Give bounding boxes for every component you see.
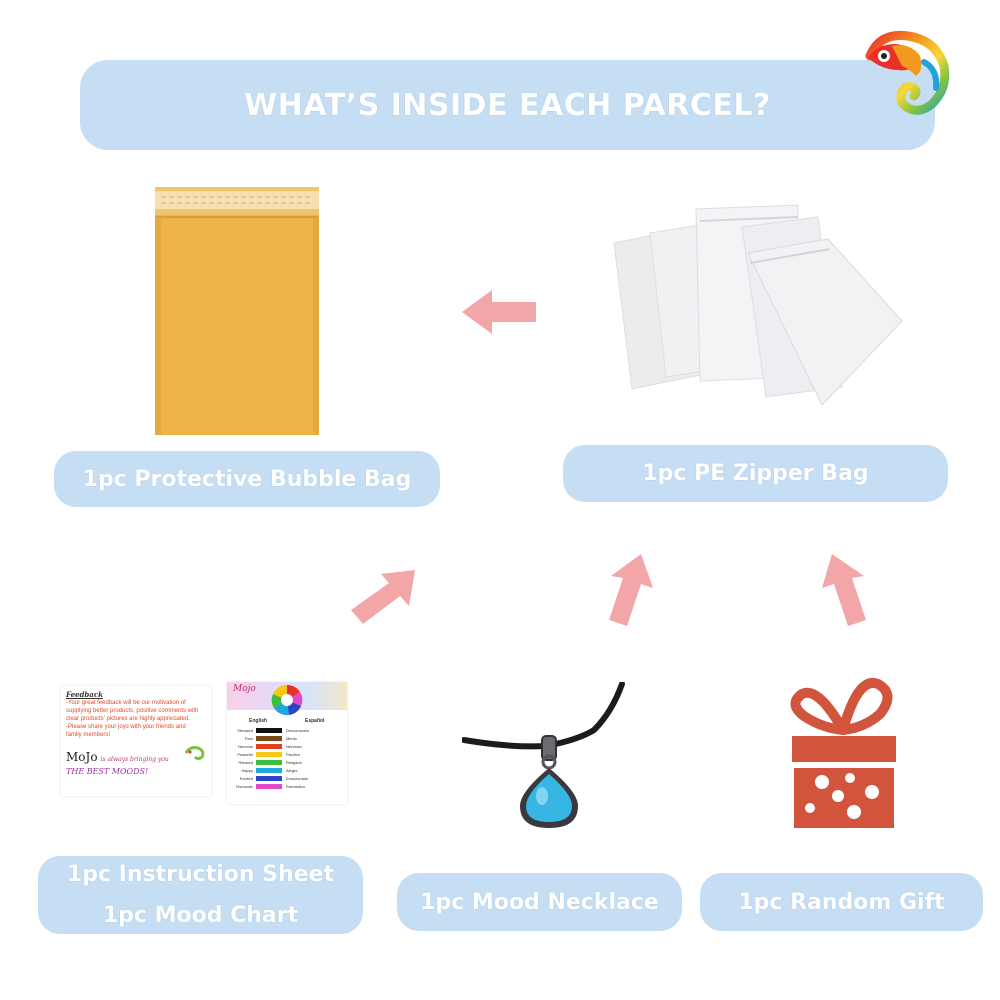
mood-swatch	[256, 783, 282, 789]
mood-en: Fear	[244, 735, 253, 741]
mood-es: Pacífico	[286, 751, 301, 757]
instruction-label-line1: 1pc Instruction Sheet	[66, 862, 335, 887]
feedback-line: -Please share your joys with your friend…	[66, 724, 186, 730]
mood-en: Excited	[239, 775, 253, 781]
mood-swatch	[256, 727, 282, 733]
feedback-line: supplying better products, positive comm…	[66, 708, 199, 714]
mood-chart-row: Fear Miedo	[229, 734, 345, 742]
mood-swatch	[256, 759, 282, 765]
arrow-up-left-icon	[820, 554, 878, 628]
mood-es: Emocionado	[286, 775, 309, 781]
mood-es: Romantico	[286, 783, 306, 789]
mood-swatch	[256, 775, 282, 781]
feedback-title: Feedback	[66, 690, 103, 699]
mood-chart-row: Happy Alegre	[229, 766, 345, 774]
gift-label: 1pc Random Gift	[700, 873, 983, 931]
feedback-best-moods: THE BEST MOODS!	[66, 767, 149, 776]
mood-en: Happy	[241, 767, 253, 773]
bubble-bag-image	[155, 187, 319, 435]
feedback-line: -Your great feedback will be our motivat…	[66, 700, 186, 706]
mood-chart-row: Peaceful Pacífico	[229, 750, 345, 758]
zipper-bag-label: 1pc PE Zipper Bag	[563, 445, 948, 502]
bubble-bag-label: 1pc Protective Bubble Bag	[54, 451, 440, 507]
feedback-line: clear products' pictures are highly appr…	[66, 716, 190, 722]
instruction-label: 1pc Instruction Sheet 1pc Mood Chart	[38, 856, 363, 934]
feedback-card: Feedback -Your great feedback will be ou…	[61, 686, 211, 796]
mood-swatch	[256, 743, 282, 749]
mood-en: Relaxed	[238, 759, 253, 765]
instruction-label-line2: 1pc Mood Chart	[102, 903, 299, 928]
feedback-line: family members!	[66, 732, 111, 738]
necklace-image	[462, 682, 630, 832]
mood-swatch	[256, 751, 282, 757]
mood-en: Romantic	[236, 783, 253, 789]
mood-wheel-icon	[271, 684, 303, 716]
mood-es: Nervioso	[286, 743, 302, 749]
mood-chart-row: Excited Emocionado	[229, 774, 345, 782]
mood-swatch	[256, 767, 282, 773]
mood-en: Stressed	[237, 727, 253, 733]
chameleon-icon	[184, 745, 206, 761]
necklace-label: 1pc Mood Necklace	[397, 873, 682, 931]
arrow-up-right-icon	[345, 566, 421, 626]
mood-chart-brand: Mojo	[233, 684, 256, 694]
gift-icon	[788, 656, 898, 832]
mood-es: Miedo	[286, 735, 297, 741]
arrow-left-icon	[462, 288, 538, 336]
mood-chart-col-english: English	[249, 718, 268, 724]
zipper-bag-image	[610, 203, 906, 405]
mood-chart-row: Nervous Nervioso	[229, 742, 345, 750]
mood-en: Nervous	[238, 743, 253, 749]
mood-es: Relajado	[286, 759, 302, 765]
chameleon-logo-icon	[862, 26, 954, 116]
mood-chart-row: Romantic Romantico	[229, 782, 345, 790]
mood-chart-card: Mojo English Español Stressed Desconsuelo…	[227, 682, 347, 804]
mood-es: Desconsuelo	[286, 727, 310, 733]
feedback-brand: MoJo	[66, 750, 98, 764]
feedback-slogan: is always bringing you	[100, 756, 169, 763]
mood-chart-row: Relaxed Relajado	[229, 758, 345, 766]
mood-en: Peaceful	[237, 751, 253, 757]
mood-chart-col-spanish: Español	[305, 718, 325, 724]
arrow-up-icon	[597, 554, 655, 628]
mood-es: Alegre	[286, 767, 298, 773]
page-title: WHAT’S INSIDE EACH PARCEL?	[80, 60, 935, 150]
mood-chart-row: Stressed Desconsuelo	[229, 726, 345, 734]
mood-swatch	[256, 735, 282, 741]
